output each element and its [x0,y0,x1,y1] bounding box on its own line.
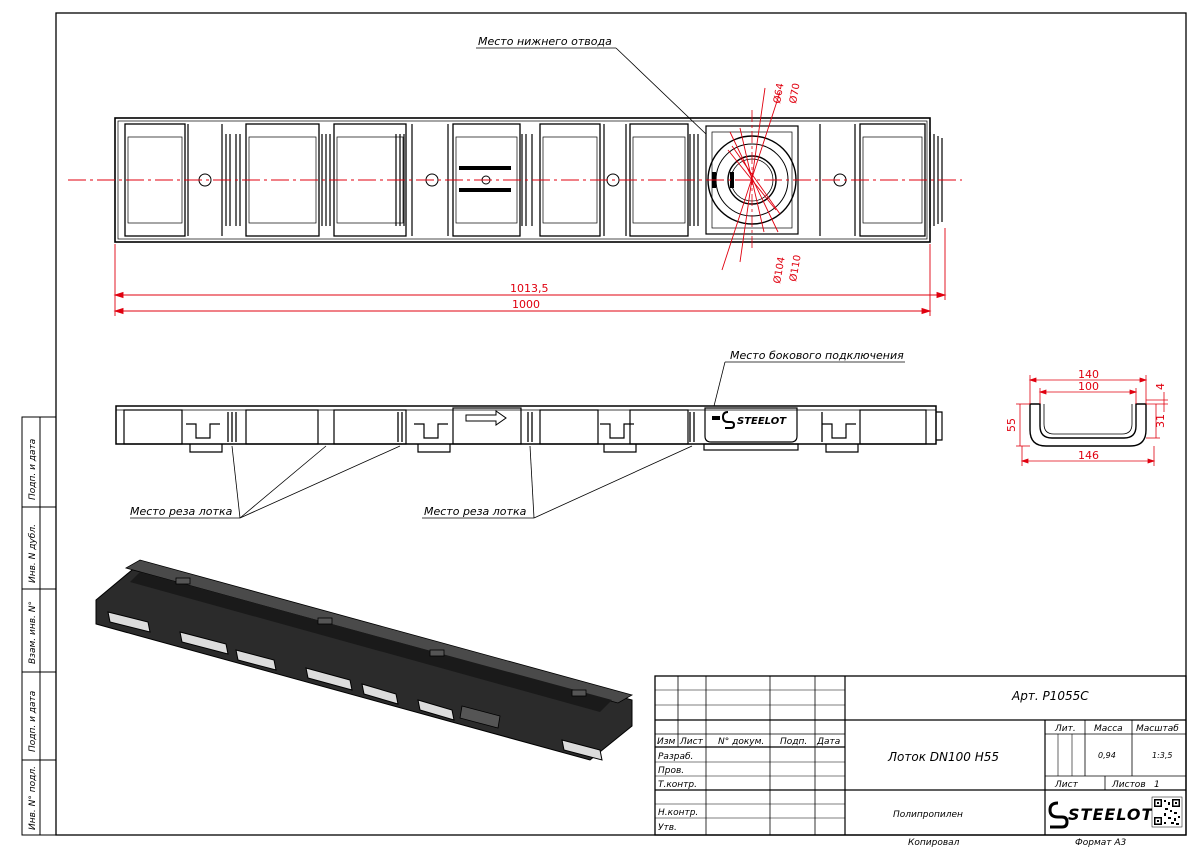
dim-overall-label: 1013,5 [510,282,549,295]
header-doc: N° докум. [718,737,764,747]
dim-section-140: 140 [1078,368,1099,381]
header-list: Лист [679,737,704,747]
sheets-label: Листов [1111,780,1146,790]
callout-cut-right [422,445,693,519]
row-razrab: Разраб. [658,752,693,762]
steelot-logo-icon [721,411,736,429]
flow-arrow-icon [465,410,507,426]
callout-cut-left [130,445,401,519]
dia-64-label: Ø64 [771,82,786,104]
side-stamp-label-1: Подп. и дата [28,439,38,500]
side-stamp-label-4: Подп. и дата [28,691,38,752]
title-logo: STEELOT [1048,801,1154,829]
product-name: Лоток DN100 H55 [887,750,999,764]
dia-70-label: Ø70 [787,82,802,104]
dim-section-55: 55 [1005,418,1018,432]
section-view: 140 100 146 55 31 4 [1005,368,1168,466]
mass-value: 0,94 [1098,751,1116,760]
side-view-outline [115,405,937,445]
steelot-logo-icon-large [1048,801,1069,829]
dia-104-label: Ø104 [771,256,788,285]
side-logo-text: STEELOT [737,416,787,427]
row-utv: Утв. [658,823,677,833]
side-stamp [21,416,57,836]
top-view: Ø64 Ø70 Ø110 Ø104 Место нижнего отвода 1… [68,35,962,316]
title-block [654,675,1187,836]
top-view-dimensions [113,228,947,316]
header-sign: Подп. [780,737,807,747]
dim-length-label: 1000 [512,298,540,311]
isometric-view [95,559,634,761]
callout-side-connection: Место бокового подключения [713,349,905,407]
row-prov: Пров. [658,766,684,776]
callout-cut-right-text: Место реза лотка [424,505,527,518]
side-stamp-label-2: Инв. N дубл. [28,524,38,583]
side-logo: STEELOT [712,411,787,429]
callout-side-connection-text: Место бокового подключения [730,349,904,362]
callout-bottom-outlet-text: Место нижнего отвода [478,35,612,48]
header-izm: Изм [657,737,676,747]
sheets-value: 1 [1154,780,1160,790]
scale-label: Масштаб [1136,724,1179,734]
header-date: Дата [816,737,840,747]
row-nkontr: Н.контр. [658,808,698,818]
callout-cut-left-text: Место реза лотка [130,505,233,518]
dia-110-label: Ø110 [787,254,804,283]
dim-section-4: 4 [1154,383,1167,390]
dim-section-146: 146 [1078,449,1099,462]
mass-label: Масса [1094,724,1123,734]
callout-bottom-outlet: Место нижнего отвода [476,35,707,135]
side-view: STEELOT Место бокового подключения Место… [115,349,943,519]
format-label: Формат А3 [1075,838,1127,848]
title-logo-text: STEELOT [1068,805,1154,824]
material: Полипропилен [893,810,963,820]
dim-section-100: 100 [1078,380,1099,393]
side-stamp-label-3: Взам. инв. N° [28,601,38,664]
scale-value: 1:3,5 [1152,751,1173,760]
lit-label: Лит. [1054,724,1076,734]
dim-section-31: 31 [1154,414,1167,428]
title-article: Арт. Р1055С [1011,689,1089,703]
copied-label: Копировал [908,838,960,848]
side-stamp-label-5: Инв. N° подл. [28,766,38,830]
sheet-label: Лист [1054,780,1079,790]
top-view-embossing [459,166,734,192]
section-outline [1029,403,1147,447]
row-tkontr: Т.контр. [658,780,697,790]
qr-code [1151,796,1183,828]
